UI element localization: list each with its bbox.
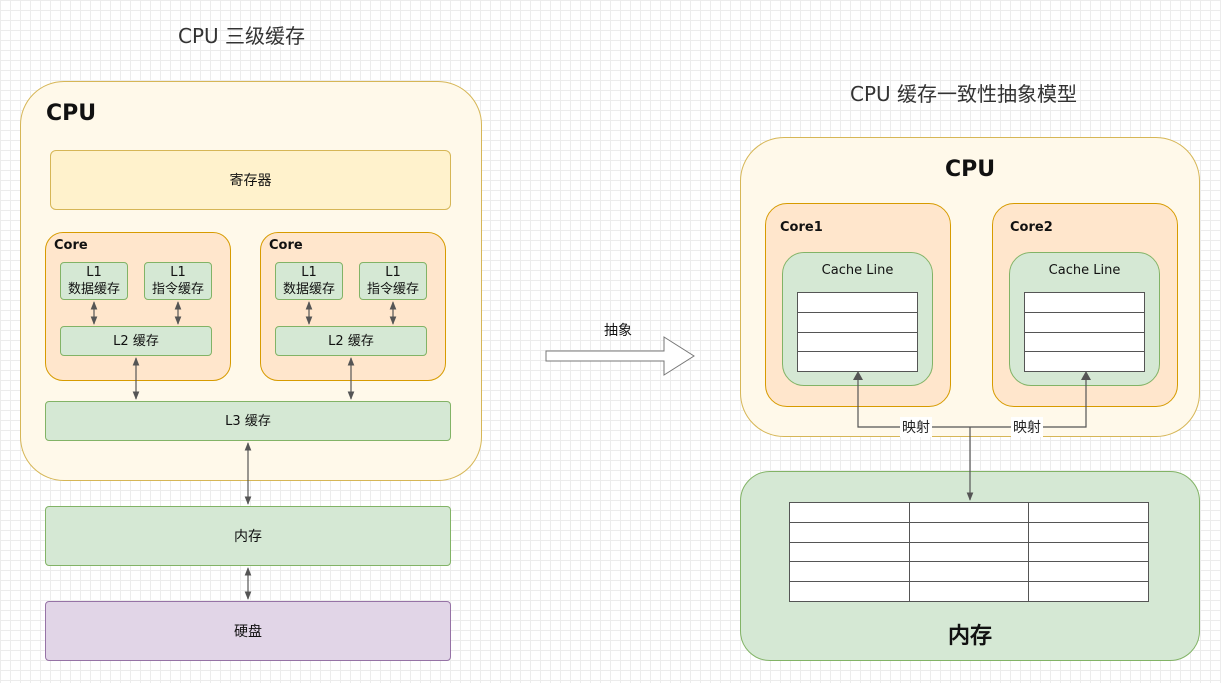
core2-cache-line-label: Cache Line	[1048, 263, 1121, 278]
left-diagram-title: CPU 三级缓存	[178, 24, 306, 48]
left-core-2-label: Core	[269, 238, 303, 253]
table-row	[1024, 292, 1145, 313]
left-memory-label: 内存	[234, 529, 262, 545]
table-row	[789, 521, 1149, 543]
core2-cache-line-table	[1024, 292, 1145, 372]
core-2-l1-inst-line2: 指令缓存	[366, 282, 419, 297]
core-2-l2-cache: L2 缓存	[275, 326, 427, 356]
core-2-l1-inst-cache: L1 指令缓存	[359, 262, 427, 300]
right-diagram-title: CPU 缓存一致性抽象模型	[850, 82, 1078, 106]
core-2-l1-data-cache: L1 数据缓存	[275, 262, 343, 300]
core-2-l1-data-line1: L1	[301, 265, 317, 280]
disk: 硬盘	[45, 601, 451, 661]
table-row	[789, 561, 1149, 583]
core-2-l1-data-line2: 数据缓存	[282, 282, 335, 297]
core1-cache-line-label: Cache Line	[821, 263, 894, 278]
table-row	[789, 541, 1149, 563]
core-1-l1-data-line2: 数据缓存	[67, 282, 120, 297]
table-row	[789, 502, 1149, 523]
table-row	[797, 292, 918, 313]
table-row	[1024, 331, 1145, 353]
table-row	[797, 311, 918, 333]
core-1-l1-data-cache: L1 数据缓存	[60, 262, 128, 300]
registers-box: 寄存器	[50, 150, 451, 210]
l3-cache-label: L3 缓存	[225, 413, 271, 429]
abstract-arrow	[545, 336, 695, 376]
core-1-l1-data-line1: L1	[86, 265, 102, 280]
right-cpu-label: CPU	[945, 157, 996, 182]
left-memory: 内存	[45, 506, 451, 566]
table-row	[797, 351, 918, 372]
core-1-l2-label: L2 缓存	[113, 333, 159, 349]
core-1-l2-cache: L2 缓存	[60, 326, 212, 356]
table-row	[1024, 351, 1145, 372]
left-core-2	[260, 232, 446, 381]
memory-grid	[789, 502, 1149, 602]
l3-cache: L3 缓存	[45, 401, 451, 441]
mapping-label-1: 映射	[900, 417, 932, 437]
abstract-label: 抽象	[604, 323, 632, 339]
core-2-l1-inst-line1: L1	[385, 265, 401, 280]
table-row	[789, 581, 1149, 602]
core1-cache-line-table	[797, 292, 918, 372]
disk-label: 硬盘	[234, 624, 262, 640]
right-core-1-label: Core1	[780, 220, 823, 235]
core-1-l1-inst-line1: L1	[170, 265, 186, 280]
core-1-l1-inst-cache: L1 指令缓存	[144, 262, 212, 300]
left-cpu-label: CPU	[46, 101, 97, 126]
table-row	[1024, 311, 1145, 333]
core-1-l1-inst-line2: 指令缓存	[151, 282, 204, 297]
left-core-1-label: Core	[54, 238, 88, 253]
core-2-l2-label: L2 缓存	[328, 333, 374, 349]
right-core-2-label: Core2	[1010, 220, 1053, 235]
left-core-1	[45, 232, 231, 381]
table-row	[797, 331, 918, 353]
right-memory-label: 内存	[947, 624, 992, 649]
mapping-label-2: 映射	[1011, 417, 1043, 437]
registers-label: 寄存器	[229, 173, 272, 189]
